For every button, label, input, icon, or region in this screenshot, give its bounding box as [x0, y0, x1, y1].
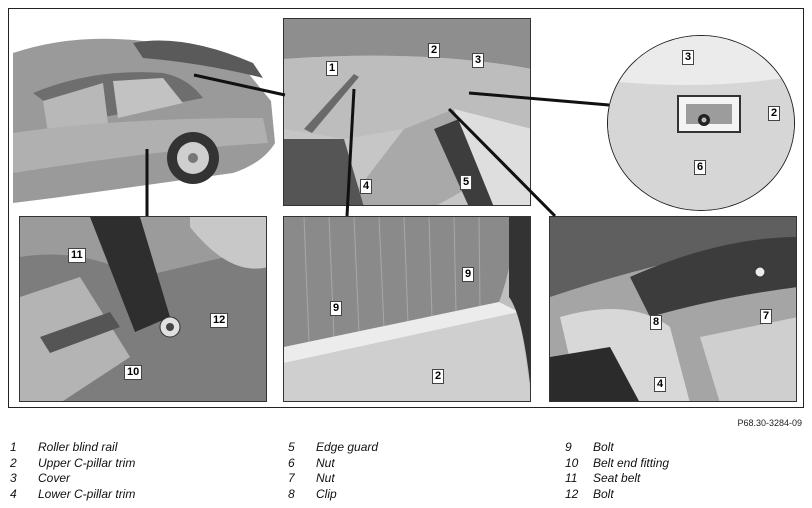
- legend-label: Bolt: [593, 486, 614, 501]
- callout-label: 6: [694, 160, 707, 175]
- callout-label: 2: [768, 106, 781, 121]
- legend-label: Cover: [38, 471, 71, 485]
- legend-item: 4 Lower C-pillar trim: [10, 487, 135, 503]
- legend-number: 4: [10, 486, 17, 501]
- callout-label: 8: [650, 315, 663, 330]
- panel-lower-trim: 8 7 4: [549, 216, 797, 402]
- legend-label: Lower C-pillar trim: [38, 486, 136, 501]
- callout-label: 5: [460, 175, 473, 190]
- callout-label: 4: [360, 179, 373, 194]
- legend-item: 5 Edge guard: [288, 440, 378, 456]
- legend-label: Clip: [316, 486, 337, 501]
- callout-label: 9: [330, 301, 343, 316]
- legend-item: 11 Seat belt: [565, 471, 669, 487]
- legend-number: 6: [288, 455, 295, 470]
- legend-item: 6 Nut: [288, 456, 378, 472]
- legend-number: 3: [10, 471, 17, 485]
- legend-label: Seat belt: [593, 471, 641, 485]
- legend-item: 7 Nut: [288, 471, 378, 487]
- callout-label: 7: [760, 309, 773, 324]
- legend-item: 12 Bolt: [565, 487, 669, 503]
- legend-item: 8 Clip: [288, 487, 378, 503]
- legend-item: 9 Bolt: [565, 440, 669, 456]
- legend-number: 9: [565, 440, 572, 454]
- figure-code: P68.30-3284-09: [737, 418, 802, 428]
- legend-number: 11: [565, 471, 578, 485]
- panel-rear-window: 9 9 2: [283, 216, 531, 402]
- legend-number: 7: [288, 471, 295, 485]
- legend-label: Upper C-pillar trim: [38, 455, 136, 470]
- callout-label: 1: [326, 61, 339, 76]
- legend-number: 5: [288, 440, 295, 454]
- panel-cpillar-detail: 1 2 3 4 5: [283, 18, 531, 206]
- callout-label: 11: [68, 248, 86, 263]
- panel-car-overview: [13, 23, 277, 209]
- figure-frame: 1 2 3 4 5 3 2 6 11 12: [8, 8, 804, 408]
- callout-label: 9: [462, 267, 475, 282]
- callout-label: 2: [432, 369, 445, 384]
- callout-label: 4: [654, 377, 667, 392]
- callout-label: 10: [124, 365, 143, 380]
- legend-label: Nut: [316, 471, 335, 485]
- legend-item: 3 Cover: [10, 471, 135, 487]
- legend-item: 2 Upper C-pillar trim: [10, 456, 135, 472]
- panel-belt-fitting: 11 12 10: [19, 216, 267, 402]
- legend-number: 2: [10, 455, 17, 470]
- callout-label: 12: [210, 313, 229, 328]
- legend-number: 8: [288, 486, 295, 501]
- legend-label: Bolt: [593, 440, 614, 454]
- panel-cover-zoom: 3 2 6: [607, 35, 795, 211]
- legend-item: 10 Belt end fitting: [565, 456, 669, 472]
- callout-label: 3: [472, 53, 485, 68]
- legend-number: 10: [565, 455, 579, 470]
- callout-label: 2: [428, 43, 441, 58]
- legend-label: Belt end fitting: [593, 455, 670, 470]
- legend-label: Roller blind rail: [38, 440, 118, 454]
- legend-number: 1: [10, 440, 17, 454]
- legend-label: Nut: [316, 455, 335, 470]
- legend-item: 1 Roller blind rail: [10, 440, 135, 456]
- legend-number: 12: [565, 486, 579, 501]
- legend-label: Edge guard: [316, 440, 379, 454]
- callout-label: 3: [682, 50, 695, 65]
